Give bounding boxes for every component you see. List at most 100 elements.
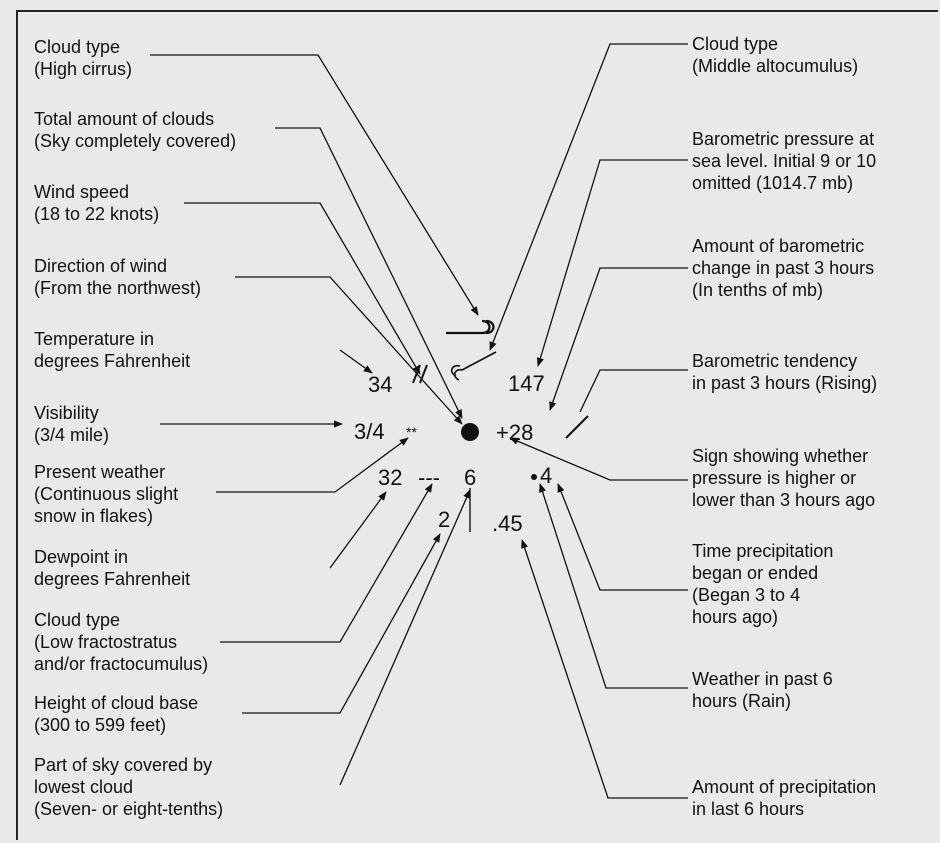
diagram-frame (16, 10, 938, 840)
label-line: pressure is higher or (692, 468, 857, 488)
label-dewpoint: Dewpoint in degrees Fahrenheit (34, 546, 190, 590)
precip-amount-value: .45 (492, 511, 523, 536)
label-cloud-type-low: Cloud type (Low fractostratus and/or fra… (34, 609, 208, 675)
label-line: hours (Rain) (692, 691, 792, 711)
label-line: (Continuous slight (34, 484, 179, 504)
label-line: snow in flakes) (34, 506, 154, 526)
label-line: Cloud type (692, 34, 779, 54)
label-line: omitted (1014.7 mb) (692, 173, 854, 193)
lowest-cover-value: 6 (464, 465, 477, 490)
snow-symbol-icon: ** (406, 424, 417, 440)
label-line: Wind speed (34, 182, 130, 202)
label-line: degrees Fahrenheit (34, 351, 191, 371)
label-line: began or ended (692, 563, 819, 583)
label-line: Total amount of clouds (34, 109, 215, 129)
leader-cloud-type-middle (489, 43, 688, 351)
label-line: (Low fractostratus (34, 632, 178, 652)
label-line: Direction of wind (34, 256, 168, 276)
label-precip-time: Time precipitation began or ended (Began… (692, 540, 833, 628)
label-line: (Middle altocumulus) (692, 56, 859, 76)
precip-time-value: 4 (540, 463, 553, 488)
leader-precip-amount (521, 539, 688, 799)
label-line: Amount of precipitation (692, 777, 877, 797)
leader-cloud-type-high (150, 54, 479, 316)
label-line: degrees Fahrenheit (34, 569, 191, 589)
label-line: Time precipitation (692, 541, 834, 561)
label-precip-amount: Amount of precipitation in last 6 hours (692, 776, 876, 820)
leader-total-clouds (275, 127, 463, 419)
leader-precip-time (557, 483, 688, 591)
tendency-rising-icon (565, 415, 589, 439)
dewpoint-value: 32 (378, 465, 403, 490)
station-circle-overcast (461, 423, 479, 441)
visibility-value: 3/4 (354, 419, 385, 444)
label-line: (300 to 599 feet) (34, 715, 167, 735)
label-pressure-tendency: Barometric tendency in past 3 hours (Ris… (692, 350, 877, 394)
label-line: Height of cloud base (34, 693, 199, 713)
cloud-base-value: 2 (438, 507, 451, 532)
leader-sea-level-pressure (536, 159, 688, 367)
low-cloud-symbol-icon: --- (418, 465, 440, 490)
label-line: (3/4 mile) (34, 425, 110, 445)
label-line: Barometric tendency (692, 351, 858, 371)
altocumulus-symbol-icon (450, 351, 497, 381)
label-line: lower than 3 hours ago (692, 490, 876, 510)
leader-wind-speed (184, 202, 421, 375)
temperature-value: 34 (368, 372, 393, 397)
leader-pressure-sign (509, 437, 688, 481)
label-past-weather: Weather in past 6 hours (Rain) (692, 668, 833, 712)
label-pressure-change: Amount of barometric change in past 3 ho… (692, 235, 874, 301)
label-line: Dewpoint in (34, 547, 129, 567)
label-line: (Began 3 to 4 (692, 585, 801, 605)
rain-dot-icon (531, 474, 537, 480)
pressure-value: 147 (508, 371, 545, 396)
label-present-weather: Present weather (Continuous slight snow … (34, 461, 178, 527)
label-line: (Sky completely covered) (34, 131, 237, 151)
wind-barb-icon (412, 364, 428, 384)
label-line: (Seven- or eight-tenths) (34, 799, 224, 819)
label-temperature: Temperature in degrees Fahrenheit (34, 328, 190, 372)
leader-temperature (339, 349, 373, 374)
leader-pressure-change (549, 267, 688, 411)
label-pressure-sign: Sign showing whether pressure is higher … (692, 445, 875, 511)
label-line: in past 3 hours (Rising) (692, 373, 878, 393)
leader-cloud-base (242, 533, 441, 714)
label-cloud-base-height: Height of cloud base (300 to 599 feet) (34, 692, 198, 736)
leader-wind-direction (235, 276, 463, 425)
label-line: Visibility (34, 403, 99, 423)
label-line: (High cirrus) (34, 59, 133, 79)
label-line: Part of sky covered by (34, 755, 213, 775)
label-line: Cloud type (34, 37, 121, 57)
leader-dewpoint (329, 491, 387, 569)
leader-lowest-cover (339, 489, 471, 786)
label-line: hours ago) (692, 607, 779, 627)
label-line: (From the northwest) (34, 278, 202, 298)
label-total-clouds: Total amount of clouds (Sky completely c… (34, 108, 236, 152)
label-cloud-type-high: Cloud type (High cirrus) (34, 36, 132, 80)
label-sea-level-pressure: Barometric pressure at sea level. Initia… (692, 128, 876, 194)
label-wind-direction: Direction of wind (From the northwest) (34, 255, 201, 299)
label-line: lowest cloud (34, 777, 134, 797)
leader-pressure-tendency (579, 369, 688, 413)
leader-cloud-type-low (220, 483, 433, 643)
label-cloud-type-middle: Cloud type (Middle altocumulus) (692, 33, 858, 77)
label-wind-speed: Wind speed (18 to 22 knots) (34, 181, 159, 225)
label-lowest-cloud-cover: Part of sky covered by lowest cloud (Sev… (34, 754, 223, 820)
label-line: change in past 3 hours (692, 258, 875, 278)
label-line: (In tenths of mb) (692, 280, 824, 300)
label-line: Barometric pressure at (692, 129, 875, 149)
label-line: Temperature in (34, 329, 155, 349)
leader-present-weather (216, 437, 409, 493)
label-line: Amount of barometric (692, 236, 865, 256)
label-line: sea level. Initial 9 or 10 (692, 151, 877, 171)
label-line: Weather in past 6 (692, 669, 833, 689)
leader-past-weather (539, 483, 688, 689)
label-line: Sign showing whether (692, 446, 869, 466)
label-line: in last 6 hours (692, 799, 805, 819)
label-line: Present weather (34, 462, 166, 482)
label-line: Cloud type (34, 610, 121, 630)
label-line: (18 to 22 knots) (34, 204, 160, 224)
cirrus-symbol-icon (446, 319, 495, 335)
